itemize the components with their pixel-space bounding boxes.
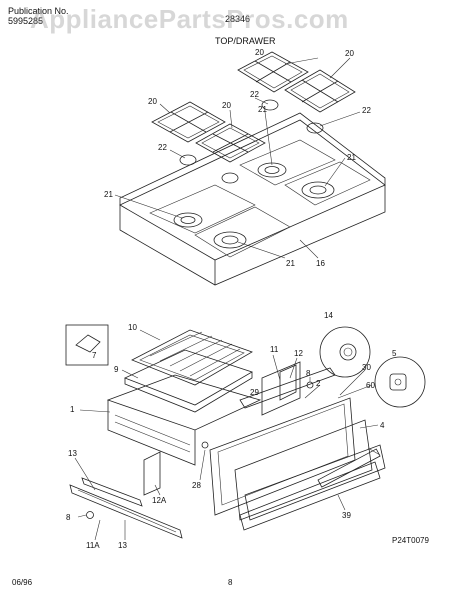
- callout-60: 60: [366, 381, 375, 390]
- callout-12A: 12A: [152, 496, 167, 505]
- callout-5: 5: [392, 349, 397, 358]
- watermark: AppliancePartsPros.com: [30, 4, 349, 34]
- callout-9: 9: [114, 365, 119, 374]
- callout-20a: 20: [255, 48, 264, 57]
- callout-13b: 13: [118, 541, 127, 550]
- callout-29: 29: [250, 388, 259, 397]
- publication-label: Publication No.: [8, 6, 69, 16]
- callout-21c: 21: [104, 190, 113, 199]
- callout-13a: 13: [68, 449, 77, 458]
- drawer-assembly: [65, 324, 426, 541]
- callout-39: 39: [342, 511, 351, 520]
- callout-21d: 21: [286, 259, 295, 268]
- callout-21b: 21: [347, 153, 356, 162]
- callout-8b: 8: [66, 513, 71, 522]
- callout-20d: 20: [222, 101, 231, 110]
- callout-20c: 20: [148, 97, 157, 106]
- model-number: 28346: [225, 14, 251, 24]
- callout-28: 28: [192, 481, 201, 490]
- footer-date: 06/96: [12, 578, 33, 587]
- callout-4: 4: [380, 421, 385, 430]
- callout-22a: 22: [250, 90, 259, 99]
- callout-22c: 22: [158, 143, 167, 152]
- callout-10: 10: [128, 323, 137, 332]
- callout-30: 30: [362, 363, 371, 372]
- callout-16: 16: [316, 259, 325, 268]
- figure-code: P24T0079: [392, 536, 429, 545]
- callout-20b: 20: [345, 49, 354, 58]
- section-title: TOP/DRAWER: [215, 36, 276, 46]
- callout-8a: 8: [306, 369, 311, 378]
- callout-7: 7: [92, 351, 97, 360]
- callout-14: 14: [324, 311, 333, 320]
- callout-21a: 21: [258, 105, 267, 114]
- publication-number: 5995285: [8, 16, 44, 26]
- callout-11A: 11A: [86, 541, 100, 550]
- cooktop-assembly: [114, 51, 386, 286]
- callout-12: 12: [294, 349, 303, 358]
- callout-22b: 22: [362, 106, 371, 115]
- callout-1: 1: [70, 405, 75, 414]
- callout-2: 2: [316, 379, 321, 388]
- footer-page: 8: [228, 578, 233, 587]
- callout-11: 11: [270, 345, 279, 354]
